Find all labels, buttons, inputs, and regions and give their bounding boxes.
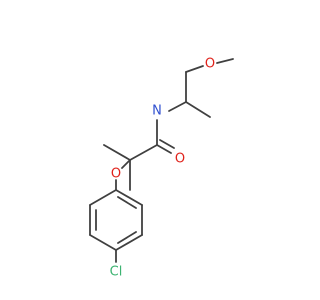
- ring-double-bond-3: [117, 196, 137, 209]
- bond-carbonyl-c-o-1: [156, 144, 172, 154]
- bond-o-ch2: [185, 65, 204, 73]
- ring-double-bond-2: [117, 231, 137, 244]
- bond-ch-n: [168, 101, 187, 112]
- molecule-structure: O N O O Cl: [89, 57, 234, 280]
- atom-o-ether: O: [111, 167, 121, 182]
- bond-carbonyl-c-quat-c: [129, 144, 158, 161]
- atom-cl: Cl: [110, 265, 123, 280]
- bond-carbonyl-c-o-2: [159, 139, 175, 149]
- bond-ch3-o-methoxy: [216, 58, 234, 64]
- bonds: [89, 58, 234, 263]
- bond-quat-c-o-ether: [121, 159, 131, 169]
- bond-ch-methyl: [185, 101, 211, 118]
- ring-bond-4: [115, 234, 143, 251]
- ring-bond-3: [89, 234, 117, 251]
- atom-n-amide: N: [152, 104, 162, 119]
- ring-bond-1: [89, 189, 117, 206]
- atom-o-carbonyl: O: [175, 152, 185, 167]
- ring-bond-6: [115, 189, 143, 206]
- atom-o-methoxy: O: [205, 57, 215, 72]
- atom-labels: O N O O Cl: [110, 57, 215, 280]
- bond-quat-c-methyl-1: [103, 144, 131, 161]
